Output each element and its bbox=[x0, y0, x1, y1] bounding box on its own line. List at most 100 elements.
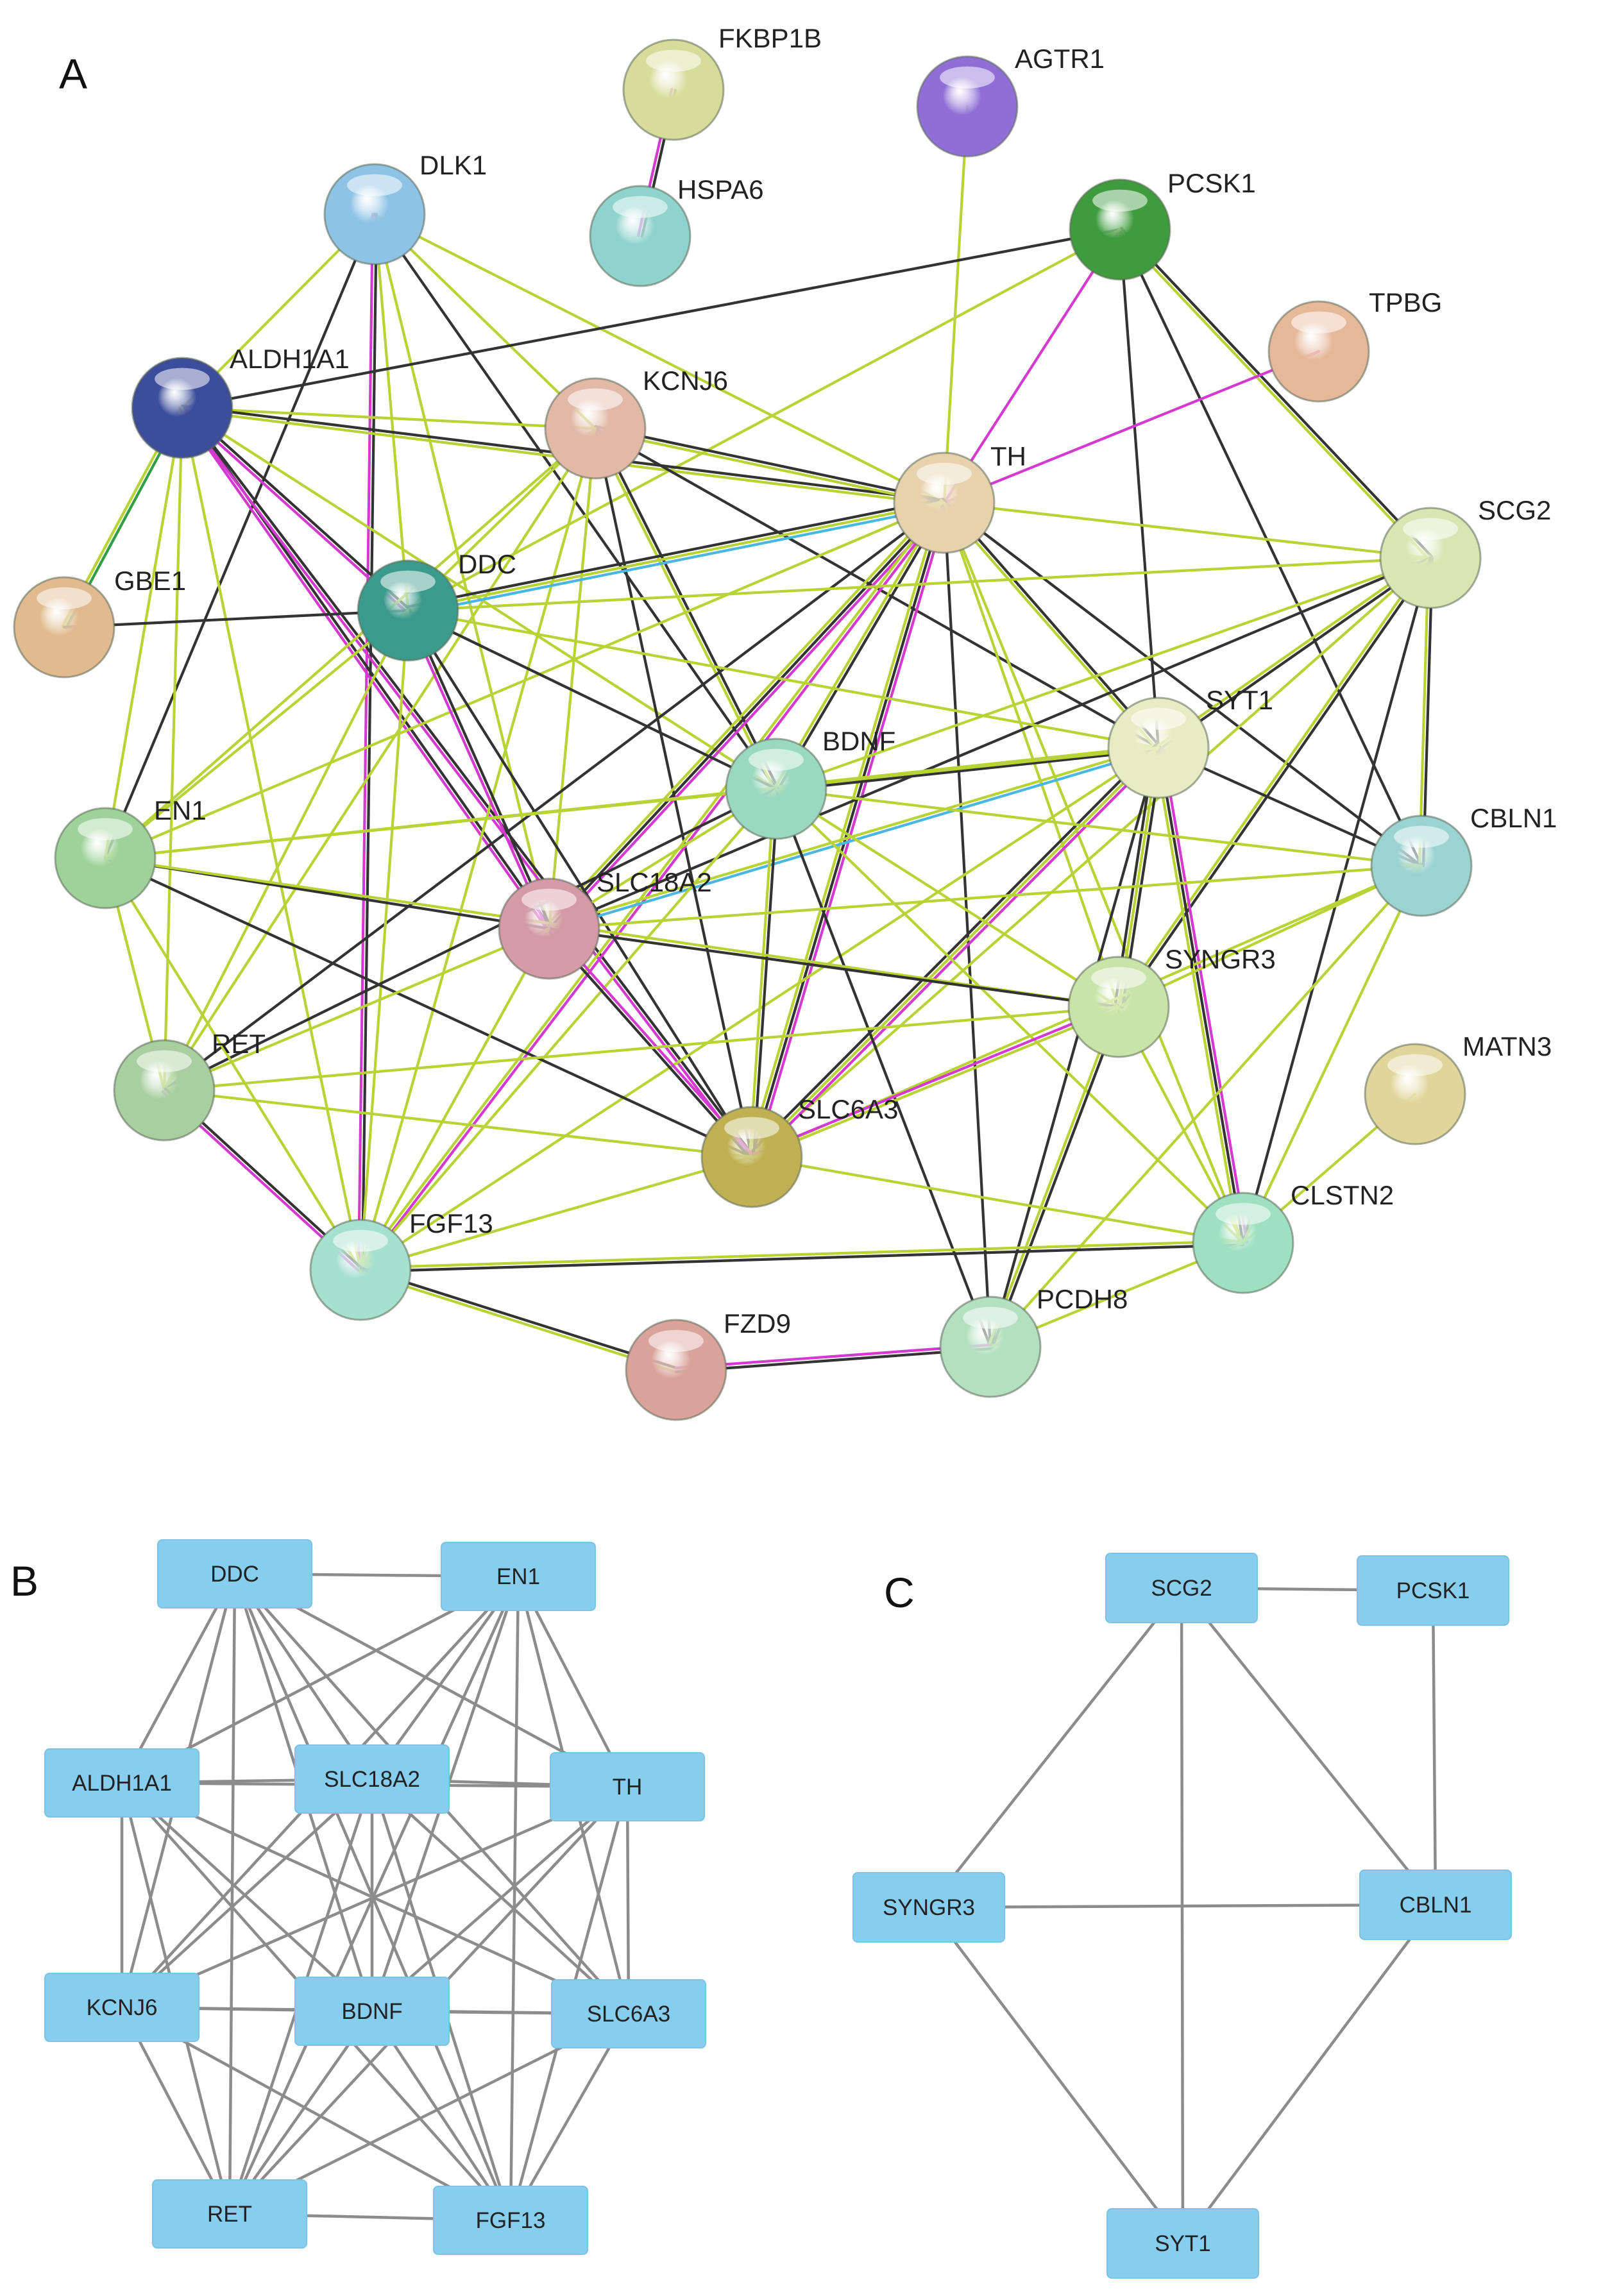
node-syt1[interactable]: SYT1 bbox=[1107, 685, 1273, 799]
node-box bbox=[152, 2179, 307, 2249]
edge-th-syngr3 bbox=[942, 501, 1121, 1009]
edge-line-yellow bbox=[103, 609, 410, 860]
edge-line-yellow bbox=[942, 501, 1432, 560]
edge-line-black bbox=[162, 787, 778, 1092]
edge-line-black bbox=[1118, 228, 1423, 868]
b-node-th[interactable]: TH bbox=[550, 1752, 705, 1821]
edge-slc18a2-fgf13 bbox=[359, 927, 551, 1272]
edge-kcnj6-slc18a2 bbox=[547, 426, 597, 931]
node-ret[interactable]: RET bbox=[113, 1029, 266, 1142]
b-edge-bdnf-fgf13 bbox=[371, 2010, 512, 2222]
edge-line-magenta bbox=[550, 503, 949, 933]
node-kcnj6[interactable]: KCNJ6 bbox=[544, 366, 728, 480]
node-label: TH bbox=[990, 441, 1026, 471]
edge-line-black bbox=[547, 927, 1121, 1009]
node-gbe1[interactable]: GBE1 bbox=[13, 566, 186, 679]
c-node-syt1[interactable]: SYT1 bbox=[1106, 2208, 1259, 2279]
edge-ddc-slc18a2 bbox=[405, 608, 552, 931]
edge-clstn2-fgf13 bbox=[359, 1239, 1245, 1274]
edge-line-black bbox=[1241, 556, 1432, 1245]
node-tpbg[interactable]: TPBG bbox=[1267, 287, 1442, 403]
node-box bbox=[550, 1752, 705, 1821]
edge-line-black bbox=[406, 609, 778, 791]
node-matn3[interactable]: MATN3 bbox=[1364, 1031, 1552, 1145]
edge-pcsk1-syt1 bbox=[1118, 228, 1160, 750]
node-ddc[interactable]: DDC bbox=[357, 549, 516, 662]
edge-scg2-syngr3 bbox=[1115, 555, 1434, 1009]
edge-line-yellow bbox=[359, 787, 778, 1272]
edge-line-magenta bbox=[749, 1004, 1119, 1157]
edge-line-yellow bbox=[747, 500, 942, 1158]
b-node-slc18a2[interactable]: SLC18A2 bbox=[294, 1744, 450, 1814]
b-edge-ddc-ret bbox=[228, 1573, 237, 2215]
c-node-pcsk1[interactable]: PCSK1 bbox=[1357, 1555, 1509, 1626]
edge-line-yellow bbox=[359, 426, 597, 1272]
edge-line-yellow bbox=[1418, 556, 1430, 868]
node-aldh1a1[interactable]: ALDH1A1 bbox=[131, 344, 350, 459]
edge-bdnf-syngr3 bbox=[774, 787, 1121, 1009]
edge-line-yellow bbox=[373, 212, 551, 931]
node-pcdh8[interactable]: PCDH8 bbox=[939, 1284, 1128, 1398]
c-edge-scg2-syngr3 bbox=[928, 1587, 1183, 1909]
node-label: KCNJ6 bbox=[643, 366, 728, 396]
edge-line-yellow bbox=[1153, 747, 1241, 1245]
node-bdnf[interactable]: BDNF bbox=[725, 726, 895, 840]
node-cbln1[interactable]: CBLN1 bbox=[1370, 803, 1557, 917]
node-slc6a3[interactable]: SLC6A3 bbox=[700, 1094, 898, 1208]
node-dlk1[interactable]: DLK1 bbox=[323, 150, 487, 266]
edge-line-yellow bbox=[1115, 555, 1430, 1008]
b-node-kcnj6[interactable]: KCNJ6 bbox=[44, 1973, 199, 2042]
node-slc18a2[interactable]: SLC18A2 bbox=[498, 867, 712, 980]
edge-line-black bbox=[547, 501, 946, 931]
edge-line-yellow bbox=[987, 1004, 1119, 1348]
b-node-en1[interactable]: EN1 bbox=[441, 1542, 596, 1611]
edge-th-cbln1 bbox=[942, 501, 1423, 868]
edge-aldh1a1-fgf13 bbox=[180, 406, 362, 1272]
node-clstn2[interactable]: CLSTN2 bbox=[1192, 1180, 1394, 1294]
c-node-scg2[interactable]: SCG2 bbox=[1105, 1553, 1258, 1623]
edge-th-bdnf bbox=[773, 500, 947, 791]
edge-line-black bbox=[62, 609, 410, 629]
node-fgf13[interactable]: FGF13 bbox=[309, 1208, 493, 1321]
node-box bbox=[44, 1748, 199, 1818]
c-node-syngr3[interactable]: SYNGR3 bbox=[852, 1872, 1005, 1943]
edge-kcnj6-bdnf bbox=[592, 426, 779, 791]
edge-th-scg2 bbox=[942, 501, 1432, 560]
b-node-aldh1a1[interactable]: ALDH1A1 bbox=[44, 1748, 199, 1818]
edge-th-ddc bbox=[405, 498, 947, 616]
node-agtr1[interactable]: AGTR1 bbox=[916, 44, 1105, 158]
b-node-slc6a3[interactable]: SLC6A3 bbox=[551, 1979, 706, 2048]
edge-th-clstn2 bbox=[942, 501, 1245, 1245]
c-node-cbln1[interactable]: CBLN1 bbox=[1359, 1870, 1512, 1940]
node-scg2[interactable]: SCG2 bbox=[1379, 495, 1551, 609]
b-node-ret[interactable]: RET bbox=[152, 2179, 307, 2249]
node-label: EN1 bbox=[154, 795, 207, 825]
c-edge-scg2-cbln1 bbox=[1180, 1587, 1437, 1906]
node-syngr3[interactable]: SYNGR3 bbox=[1067, 944, 1276, 1058]
node-hspa6[interactable]: HSPA6 bbox=[589, 174, 764, 287]
node-highlight bbox=[347, 174, 402, 196]
edge-syngr3-slc6a3 bbox=[749, 1004, 1121, 1160]
node-label: GBE1 bbox=[114, 566, 186, 596]
node-fzd9[interactable]: FZD9 bbox=[625, 1308, 791, 1421]
edge-line-yellow bbox=[103, 406, 184, 860]
node-en1[interactable]: EN1 bbox=[54, 795, 207, 909]
edge-scg2-bdnf bbox=[774, 556, 1432, 791]
node-label: SLC18A2 bbox=[597, 867, 712, 897]
edge-line-yellow bbox=[751, 1007, 1121, 1160]
edge-line-yellow bbox=[547, 864, 1423, 931]
node-box-label: SYNGR3 bbox=[883, 1895, 975, 1920]
b-node-fgf13[interactable]: FGF13 bbox=[433, 2186, 588, 2255]
node-fkbp1b[interactable]: FKBP1B bbox=[622, 23, 822, 141]
edge-line-cyan bbox=[407, 505, 947, 616]
b-edge-th-kcnj6 bbox=[121, 1785, 628, 2009]
b-node-ddc[interactable]: DDC bbox=[157, 1539, 312, 1608]
b-edge-th-slc6a3 bbox=[625, 1786, 631, 2014]
b-node-bdnf[interactable]: BDNF bbox=[294, 1977, 450, 2046]
node-th[interactable]: TH bbox=[893, 441, 1026, 554]
edge-pcsk1-th bbox=[942, 228, 1122, 505]
node-pcsk1[interactable]: PCSK1 bbox=[1069, 168, 1256, 281]
node-box-label: DDC bbox=[210, 1562, 259, 1587]
edge-line-magenta bbox=[1160, 745, 1249, 1244]
